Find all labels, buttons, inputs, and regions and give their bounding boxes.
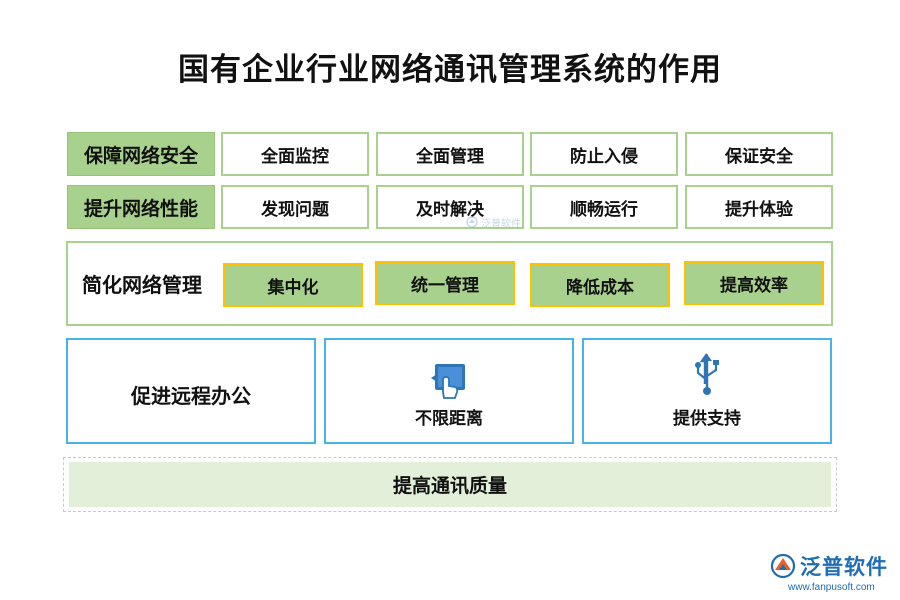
brand-url: www.fanpusoft.com [788,582,875,593]
cell-security-2: 全面管理 [376,132,524,176]
cell-performance-4: 提升体验 [685,185,833,229]
watermark-center-text: 泛普软件 [481,218,521,230]
simplify-label: 简化网络管理 [82,272,202,297]
simplify-item-3: 降低成本 [530,263,670,307]
row-label-security: 保障网络安全 [67,132,215,176]
remote-panel: 促进远程办公 [66,338,316,444]
cell-performance-3: 顺畅运行 [530,185,678,229]
support-panel: 提供支持 [582,338,832,444]
simplify-item-4: 提高效率 [684,261,824,305]
brand-logo-icon [770,553,796,579]
brand-name: 泛普软件 [800,555,888,579]
cell-performance-2: 及时解决 [376,185,524,229]
cell-performance-1: 发现问题 [221,185,369,229]
brand-logo: 泛普软件 [770,552,895,580]
simplify-item-2: 统一管理 [375,261,515,305]
row-label-performance: 提升网络性能 [67,185,215,229]
distance-panel: 不限距离 [324,338,574,444]
cell-security-1: 全面监控 [221,132,369,176]
usb-icon [691,352,723,400]
watermark-center: 泛普软件 [466,213,536,231]
simplify-item-1: 集中化 [223,263,363,307]
cell-security-3: 防止入侵 [530,132,678,176]
watermark-logo-icon [466,216,478,228]
cell-security-4: 保证安全 [685,132,833,176]
remote-label: 促进远程办公 [131,384,251,408]
page-title: 国有企业行业网络通讯管理系统的作用 [178,52,722,88]
support-label: 提供支持 [673,409,741,429]
touchscreen-icon [429,362,469,404]
distance-label: 不限距离 [415,409,483,429]
quality-panel: 提高通讯质量 [69,462,831,507]
